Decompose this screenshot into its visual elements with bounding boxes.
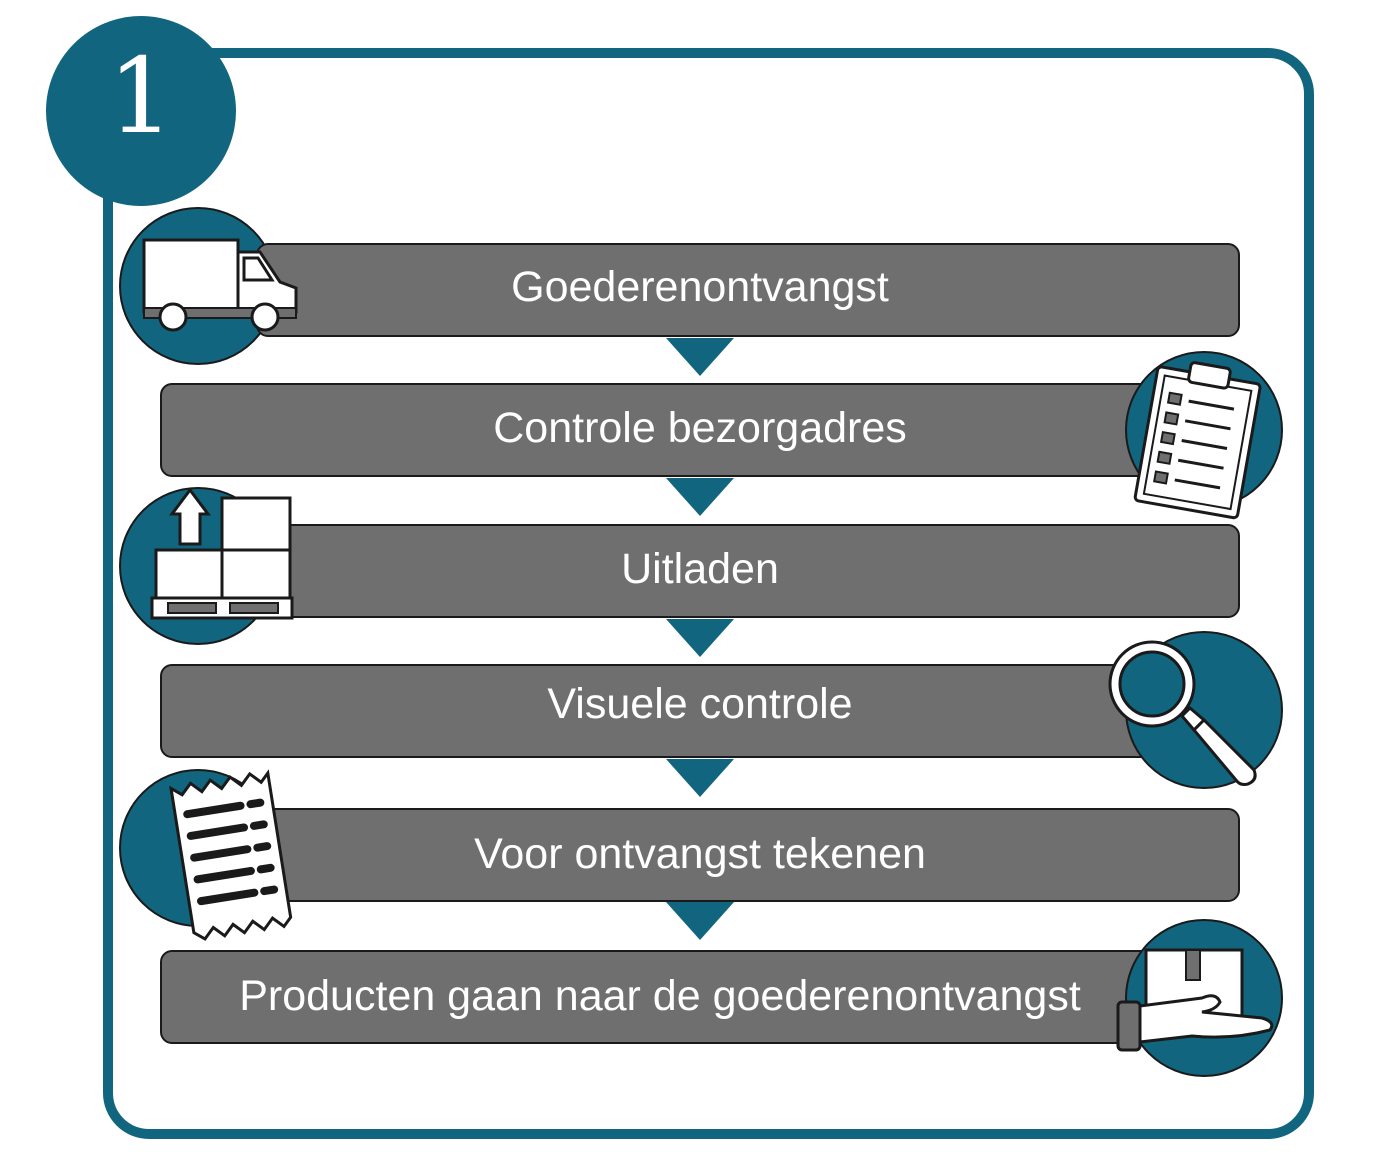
step-badge xyxy=(46,16,236,206)
step-label-6: Producten gaan naar de goederenontvangst xyxy=(239,972,1081,1020)
step-bar-3 xyxy=(256,524,1240,618)
step-label-5: Voor ontvangst tekenen xyxy=(474,830,926,878)
magnifying-glass-icon xyxy=(1108,631,1283,789)
van-drawing xyxy=(142,238,298,332)
flow-arrow-4 xyxy=(666,759,734,797)
step-number: 1 xyxy=(107,35,175,157)
step-bar-6 xyxy=(160,950,1160,1044)
flow-arrow-3 xyxy=(666,619,734,657)
diagram-frame xyxy=(103,48,1314,1139)
flow-arrow-1 xyxy=(666,338,734,376)
step-label-4: Visuele controle xyxy=(547,680,853,728)
clipboard-checklist-icon xyxy=(1125,351,1283,520)
step-bar-2 xyxy=(160,383,1160,477)
step-label-3: Uitladen xyxy=(621,545,779,593)
step-label-2: Controle bezorgadres xyxy=(493,404,907,452)
step-bar-1 xyxy=(256,243,1240,337)
step-label-1: Goederenontvangst xyxy=(511,263,889,311)
step-bar-5 xyxy=(256,808,1240,902)
pallet-drawing xyxy=(150,487,294,620)
flow-arrow-5 xyxy=(666,902,734,940)
step-bar-4 xyxy=(160,664,1160,758)
receipt-drawing xyxy=(169,769,293,941)
flow-arrow-2 xyxy=(666,478,734,516)
hand-package-icon xyxy=(1116,919,1283,1077)
